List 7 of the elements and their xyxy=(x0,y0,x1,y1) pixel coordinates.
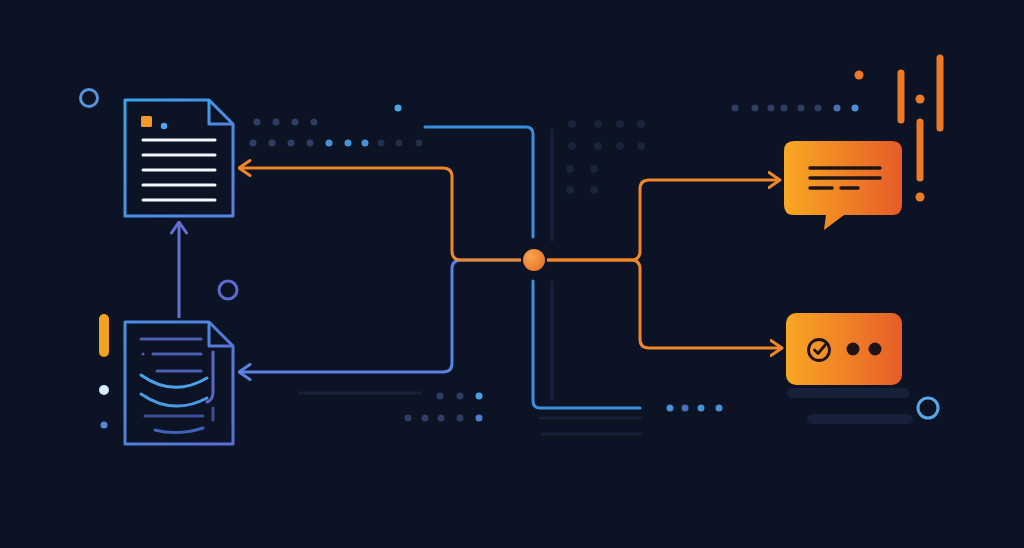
arrow xyxy=(547,171,782,262)
status-card xyxy=(786,313,902,385)
document-drawing xyxy=(123,320,235,446)
arrow xyxy=(237,159,521,262)
document-drawing xyxy=(123,98,235,218)
arrow xyxy=(170,220,188,318)
speech-bubble xyxy=(784,141,902,231)
